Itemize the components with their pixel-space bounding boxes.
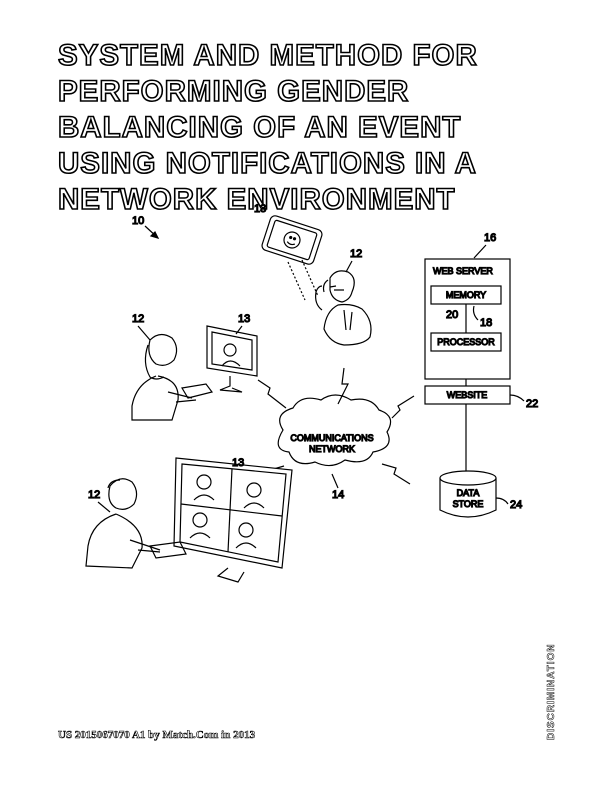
website-label: WEBSITE	[447, 390, 488, 400]
communications-network-cloud	[277, 394, 392, 467]
ref-12-man-phone: 12	[350, 248, 362, 260]
patent-title: SYSTEM AND METHOD FOR PERFORMING GENDER …	[57, 38, 558, 218]
ref-13-phone: 13	[254, 203, 266, 215]
datastore-label-line1: DATA	[457, 488, 480, 498]
user-man-at-laptop	[85, 478, 187, 569]
web-server-label: WEB SERVER	[433, 266, 493, 276]
link-bolt-woman	[257, 379, 287, 409]
user-man-with-phone	[315, 270, 372, 346]
ref-24-label: 24	[510, 499, 522, 511]
network-label-line1: COMMUNICATIONS	[290, 433, 373, 443]
ref-12-woman: 12	[132, 313, 144, 325]
video-conference-monitor	[173, 457, 293, 583]
title-line-5: NETWORK ENVIRONMENT	[57, 182, 456, 217]
title-line-1: SYSTEM AND METHOD FOR	[57, 38, 478, 73]
ref-18-label: 18	[480, 317, 492, 329]
ref-12-man-laptop: 12	[88, 489, 100, 501]
footer-citation: US 2015067070 A1 by Match.Com in 2013	[58, 729, 256, 742]
link-bolt-datastore	[381, 463, 411, 485]
processor-label: PROCESSOR	[437, 337, 495, 347]
ref-22-label: 22	[526, 398, 538, 410]
data-store-cylinder	[439, 470, 497, 518]
title-line-4: USING NOTIFICATIONS IN A	[57, 146, 477, 181]
desktop-monitor	[206, 325, 258, 393]
sidebar-category-label: DISCRIMINATION	[546, 643, 558, 740]
title-line-2: PERFORMING GENDER	[57, 74, 410, 109]
ref-10-label: 10	[132, 215, 144, 227]
ref-20-label: 20	[446, 309, 458, 321]
title-line-3: BALANCING OF AN EVENT	[57, 110, 462, 145]
network-label-line2: NETWORK	[309, 444, 355, 454]
link-bolt-phone	[337, 367, 349, 405]
web-server-box	[424, 258, 511, 380]
link-bolt-server	[391, 395, 415, 419]
ref-14-label: 14	[332, 489, 344, 501]
ref-16-label: 16	[484, 232, 496, 244]
ref-13-monitor: 13	[238, 313, 250, 325]
datastore-label-line2: STORE	[453, 499, 484, 509]
smartphone-device	[261, 215, 323, 265]
memory-label: MEMORY	[446, 290, 486, 300]
ref-13-video: 13	[232, 457, 244, 469]
user-woman-at-monitor	[131, 333, 214, 421]
